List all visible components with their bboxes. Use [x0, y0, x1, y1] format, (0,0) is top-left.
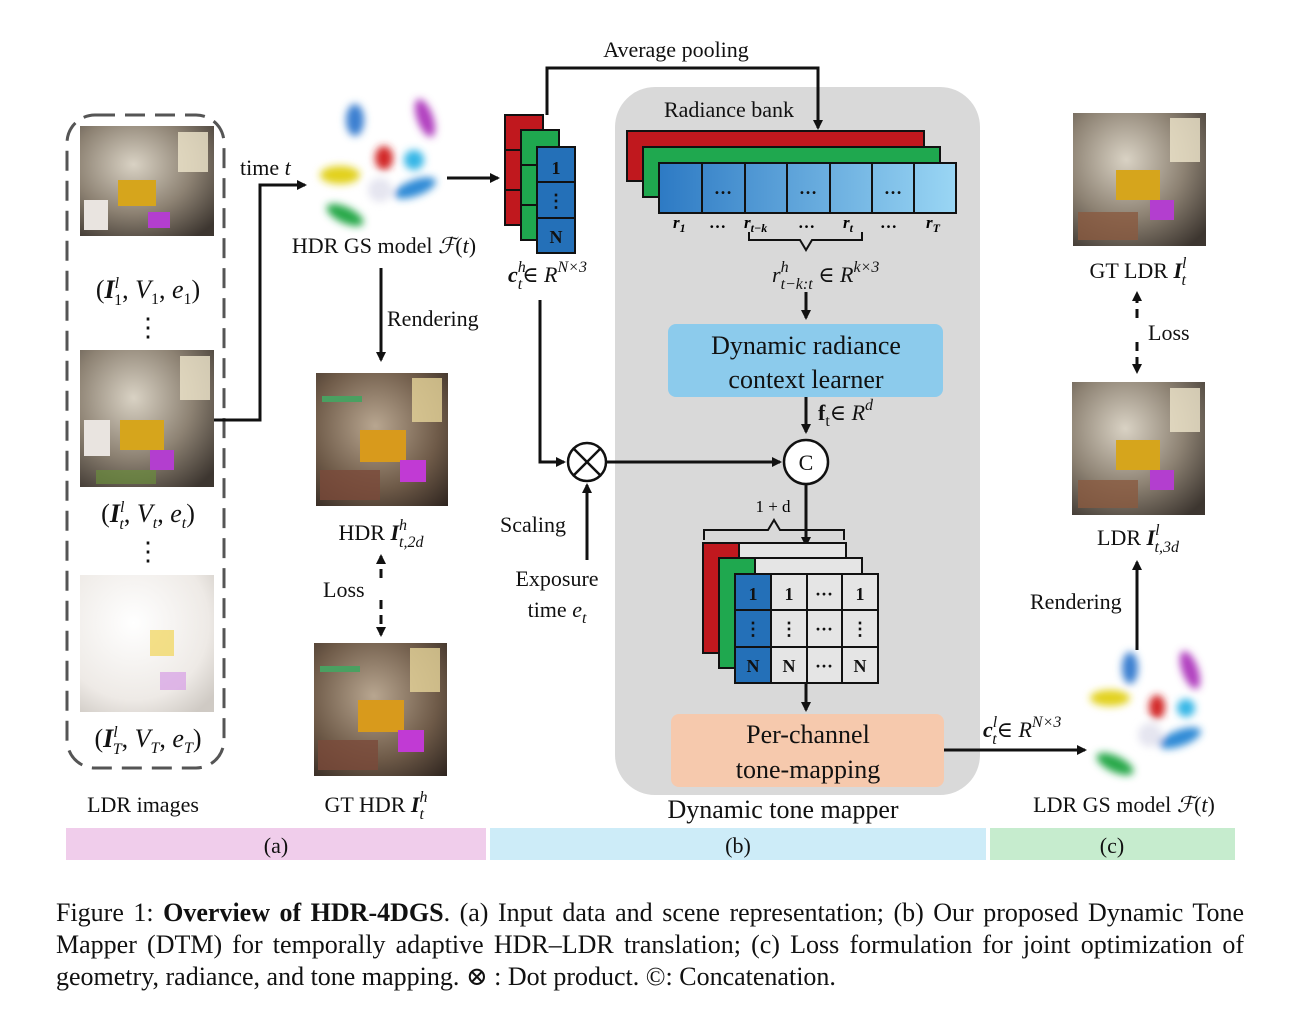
- dynamic-tone-mapper-label: Dynamic tone mapper: [667, 795, 898, 824]
- section-bar-a: (a): [66, 828, 486, 860]
- one-plus-d-label: 1 + d: [755, 497, 791, 516]
- section-label-a: (a): [264, 833, 288, 858]
- average-pooling-label: Average pooling: [603, 37, 749, 62]
- hdr-rendered-image: [316, 373, 448, 506]
- bank-dots-2: …: [799, 178, 817, 198]
- ldr-images-label: LDR images: [87, 792, 199, 817]
- multiply-node: [566, 441, 608, 483]
- ldr-gs-model-icon: [1090, 651, 1201, 776]
- hdr-stack-cell-vdots: ⋮: [547, 191, 565, 211]
- matrix-cell-3c: ···: [815, 656, 833, 676]
- bank-dots-a: …: [709, 213, 726, 232]
- matrix-cell-3b: N: [783, 656, 796, 676]
- rendering-right-label: Rendering: [1030, 589, 1122, 614]
- ldr-image-1: [80, 126, 214, 236]
- matrix-cell-1d: 1: [856, 584, 865, 604]
- tone-mapping-line2: tone-mapping: [736, 755, 880, 784]
- arrow-average-pooling: [545, 66, 823, 130]
- ldr-rendered-image: [1072, 382, 1205, 515]
- vdots-1: ⋮: [135, 313, 161, 342]
- dynamic-learner-line1: Dynamic radiance: [711, 331, 901, 360]
- dynamic-learner-line2: context learner: [728, 365, 884, 394]
- ldr-gs-model-label: LDR GS model ℱ(t): [1033, 792, 1215, 817]
- hdr-stack-cell-N: N: [550, 227, 563, 247]
- loss-left-label: Loss: [323, 577, 365, 602]
- caption-body: . (a) Input data and scene representatio…: [56, 898, 1244, 991]
- radiance-bank: … … …: [626, 130, 957, 214]
- ldr-image-t: [80, 350, 214, 487]
- bank-dots-1: …: [714, 178, 732, 198]
- matrix-cell-3d: N: [854, 656, 867, 676]
- exposure-line2: time et: [528, 597, 587, 627]
- matrix-brace: [703, 518, 845, 540]
- exposure-line1: Exposure: [515, 566, 598, 591]
- matrix-cell-2c: ···: [815, 619, 833, 639]
- concat-matrix-stack: 1 1 ··· 1 ⋮ ⋮ ··· ⋮ N N ··· N: [702, 542, 879, 684]
- loss-right-label: Loss: [1148, 320, 1190, 345]
- matrix-cell-1b: 1: [785, 584, 794, 604]
- section-bar-c: (c): [990, 828, 1235, 860]
- matrix-cell-2b: ⋮: [780, 619, 798, 639]
- figure-caption: Figure 1: Overview of HDR-4DGS. (a) Inpu…: [56, 897, 1244, 993]
- caption-prefix: Figure 1:: [56, 898, 164, 927]
- rendering-left-label: Rendering: [387, 306, 479, 331]
- hdr-gs-model-label: HDR GS model ℱ(t): [292, 233, 476, 258]
- gt-hdr-image: [314, 643, 447, 776]
- matrix-cell-1c: ···: [815, 584, 833, 604]
- radiance-bank-label: Radiance bank: [664, 97, 794, 122]
- hdr-color-stack: 1 ⋮ N: [504, 114, 576, 254]
- section-bar-b: (b): [490, 828, 986, 860]
- ldr-image-T: [80, 575, 214, 712]
- gt-ldr-image: [1073, 113, 1206, 246]
- concat-symbol: C: [799, 450, 814, 475]
- vdots-2: ⋮: [135, 537, 161, 566]
- arrow-color-to-multiply: [538, 300, 566, 467]
- hdr-gs-model-icon: [320, 99, 436, 227]
- time-label: time t: [240, 155, 292, 180]
- caption-title: Overview of HDR-4DGS: [163, 898, 444, 927]
- hdr-stack-cell-1: 1: [552, 158, 561, 178]
- bank-dots-c: …: [880, 213, 897, 232]
- matrix-cell-2d: ⋮: [851, 619, 869, 639]
- bank-rt: rt: [843, 213, 854, 235]
- dynamic-learner-box: [668, 324, 943, 397]
- section-label-c: (c): [1100, 833, 1124, 858]
- tone-mapping-line1: Per-channel: [746, 720, 870, 749]
- arrow-ldr-to-gs: [214, 180, 307, 422]
- bank-dots-b: …: [798, 213, 815, 232]
- matrix-cell-2a: ⋮: [744, 619, 762, 639]
- scaling-label: Scaling: [500, 512, 566, 537]
- section-label-b: (b): [725, 833, 751, 858]
- tone-mapping-box: [671, 714, 944, 787]
- matrix-cell-3a: N: [747, 656, 760, 676]
- window-brace: [748, 232, 863, 252]
- feature-label: ft∈ Rd: [818, 397, 874, 430]
- bank-dots-3: …: [884, 178, 902, 198]
- matrix-cell-1a: 1: [749, 584, 758, 604]
